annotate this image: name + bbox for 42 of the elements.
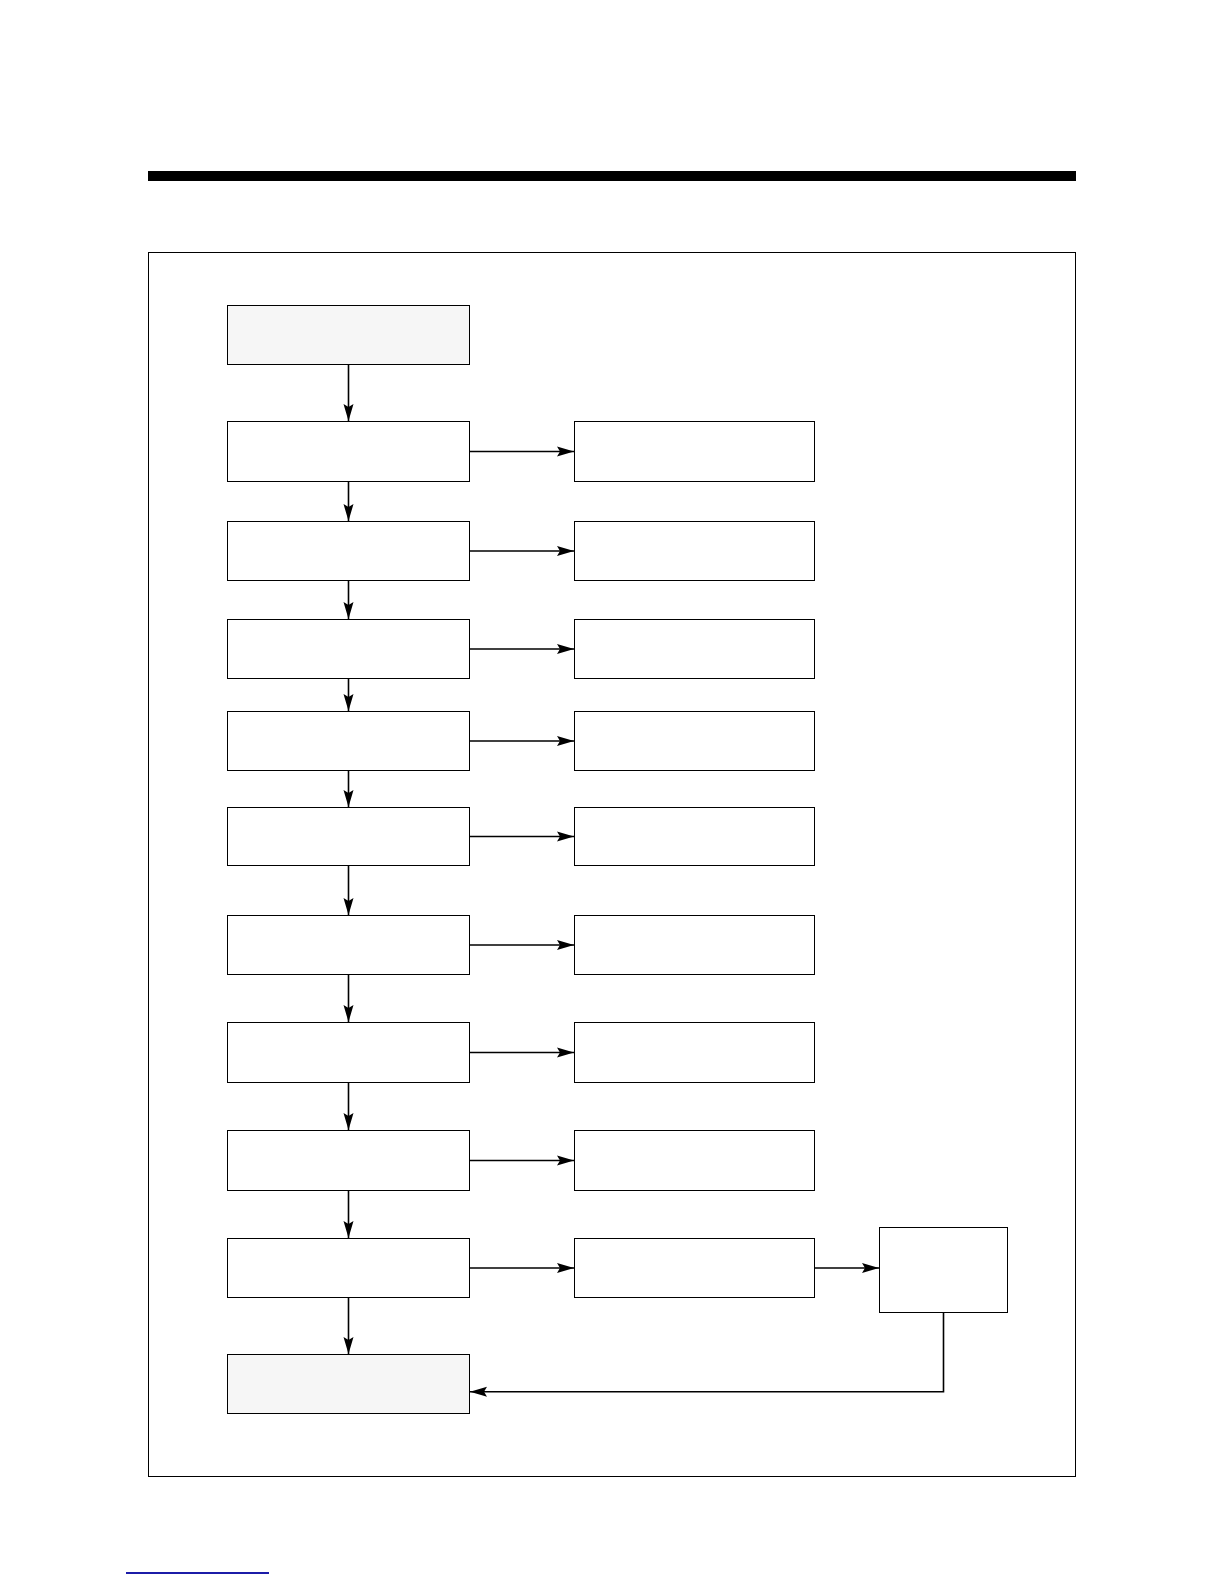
arrow	[469, 1263, 575, 1273]
arrow	[469, 446, 575, 457]
arrow	[469, 1155, 575, 1166]
process-box	[227, 807, 470, 866]
arrow	[814, 1263, 880, 1273]
process-box	[227, 1354, 470, 1414]
process-box	[227, 915, 470, 975]
process-box	[227, 711, 470, 771]
process-box	[574, 619, 815, 679]
arrow	[343, 770, 354, 808]
process-box	[227, 619, 470, 679]
process-box	[574, 711, 815, 771]
arrow	[469, 831, 575, 842]
arrow	[343, 678, 354, 712]
process-box	[574, 1130, 815, 1191]
process-box	[574, 421, 815, 482]
process-box	[227, 305, 470, 365]
process-box	[574, 1022, 815, 1083]
arrow	[469, 736, 575, 746]
arrow	[469, 546, 575, 556]
process-box	[227, 1022, 470, 1083]
arrow	[343, 1297, 354, 1355]
process-box	[574, 915, 815, 975]
arrow	[343, 1190, 354, 1239]
arrow	[343, 1082, 354, 1131]
arrow	[343, 580, 354, 620]
process-box	[227, 1238, 470, 1298]
arrow	[469, 1312, 945, 1397]
process-box	[227, 1130, 470, 1191]
arrow	[343, 364, 354, 422]
arrow	[343, 481, 354, 522]
arrow	[469, 644, 575, 654]
process-box	[227, 421, 470, 482]
process-box	[574, 1238, 815, 1298]
process-box	[227, 521, 470, 581]
arrow	[469, 940, 575, 950]
process-box	[574, 521, 815, 581]
arrow	[343, 865, 354, 916]
arrow	[469, 1047, 575, 1058]
process-box	[574, 807, 815, 866]
process-box	[879, 1227, 1008, 1313]
arrow	[343, 974, 354, 1023]
